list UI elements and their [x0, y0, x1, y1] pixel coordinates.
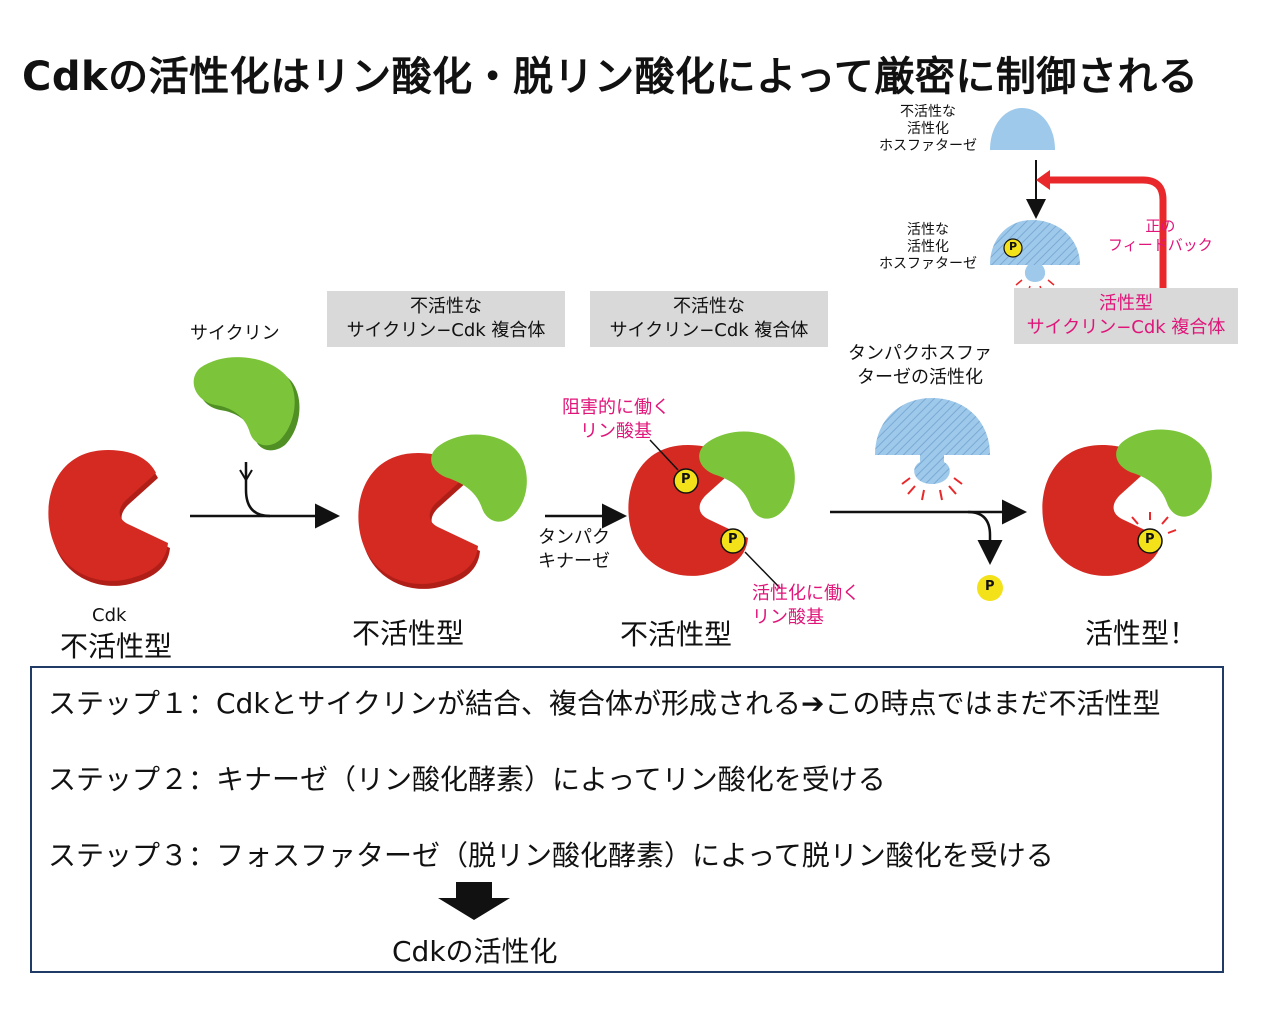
label-active-phosphatase-line1: 活性な	[907, 222, 949, 238]
step-3: ステップ３：フォスファターゼ（脱リン酸化酵素）によって脱リン酸化を受ける	[48, 839, 1054, 872]
label-inactive-complex-2-line1: 不活性な	[673, 296, 745, 317]
label-active-phosphatase-line3: ホスファターゼ	[879, 256, 977, 272]
complex-shape-4	[1042, 429, 1212, 576]
label-inactive-complex-1-line1: 不活性な	[410, 296, 482, 317]
label-active-phosphatase-line2: 活性化	[907, 239, 949, 255]
label-inactive-complex-1-line2: サイクリン−Cdk 複合体	[346, 320, 546, 341]
phosphate-label-inhibitory: P	[681, 472, 691, 487]
label-inactive-phosphatase-line2: 活性化	[907, 121, 949, 137]
label-phosphatase-activation: タンパクホスファ ターゼの活性化	[848, 342, 992, 390]
phosphate-label-phosphatase: P	[1009, 240, 1018, 253]
label-activating-phosphate-line1: 活性化に働く	[752, 583, 860, 604]
state-label-1: 不活性型	[60, 630, 173, 663]
phosphatase-active-shape	[990, 220, 1080, 293]
label-active-phosphatase: 活性な 活性化 ホスファターゼ	[872, 222, 984, 273]
label-active-complex-line2: サイクリン−Cdk 複合体	[1026, 317, 1226, 338]
phosphate-label-activating: P	[728, 532, 738, 547]
label-active-complex: 活性型 サイクリン−Cdk 複合体	[1014, 288, 1238, 344]
label-positive-feedback: 正の フィードバック	[1108, 217, 1213, 255]
cyclin-shape-1	[193, 357, 300, 451]
label-inactive-complex-1: 不活性な サイクリン−Cdk 複合体	[327, 291, 565, 347]
steps-box: ステップ１：Cdkとサイクリンが結合、複合体が形成される➔この時点ではまだ不活性…	[30, 666, 1224, 973]
label-inhibitory-phosphate-line2: リン酸基	[580, 421, 652, 442]
phosphatase-inactive-shape	[990, 108, 1055, 150]
state-label-4: 活性型！	[1085, 617, 1198, 650]
label-positive-feedback-line1: 正の	[1145, 217, 1176, 235]
state-label-3: 不活性型	[620, 618, 733, 651]
page-title: Cdkの活性化はリン酸化・脱リン酸化によって厳密に制御される	[22, 54, 1199, 100]
label-active-complex-line1: 活性型	[1099, 293, 1153, 314]
down-arrow-icon	[438, 882, 510, 920]
label-positive-feedback-line2: フィードバック	[1108, 236, 1213, 254]
label-phosphatase-activation-line2: ターゼの活性化	[857, 367, 983, 388]
phosphate-label-active: P	[1145, 532, 1155, 547]
label-inactive-phosphatase: 不活性な 活性化 ホスファターゼ	[872, 104, 984, 155]
label-phosphatase-activation-line1: タンパクホスファ	[848, 343, 992, 364]
label-inactive-phosphatase-line1: 不活性な	[900, 104, 956, 120]
label-cyclin: サイクリン	[190, 323, 280, 344]
step-1: ステップ１：Cdkとサイクリンが結合、複合体が形成される➔この時点ではまだ不活性…	[48, 687, 1161, 720]
label-inactive-complex-2: 不活性な サイクリン−Cdk 複合体	[590, 291, 828, 347]
cdk-shape-1	[48, 450, 170, 586]
label-activating-phosphate: 活性化に働く リン酸基	[752, 582, 860, 630]
label-protein-kinase: タンパク キナーゼ	[538, 526, 610, 574]
label-protein-kinase-line1: タンパク	[538, 527, 610, 548]
step-2: ステップ２：キナーゼ（リン酸化酵素）によってリン酸化を受ける	[48, 763, 886, 796]
label-inactive-phosphatase-line3: ホスファターゼ	[879, 138, 977, 154]
complex-shape-2	[358, 434, 527, 589]
label-inhibitory-phosphate: 阻害的に働く リン酸基	[562, 396, 670, 444]
conclusion-label: Cdkの活性化	[392, 935, 558, 968]
label-activating-phosphate-line2: リン酸基	[752, 607, 824, 628]
complex-shape-3	[628, 431, 795, 576]
state-label-2: 不活性型	[352, 617, 465, 650]
label-inactive-complex-2-line2: サイクリン−Cdk 複合体	[609, 320, 809, 341]
label-protein-kinase-line2: キナーゼ	[538, 551, 610, 572]
label-cdk: Cdk	[92, 605, 127, 626]
phosphate-label-released: P	[985, 579, 995, 594]
phosphatase-shape-large	[875, 398, 990, 501]
label-inhibitory-phosphate-line1: 阻害的に働く	[562, 397, 670, 418]
